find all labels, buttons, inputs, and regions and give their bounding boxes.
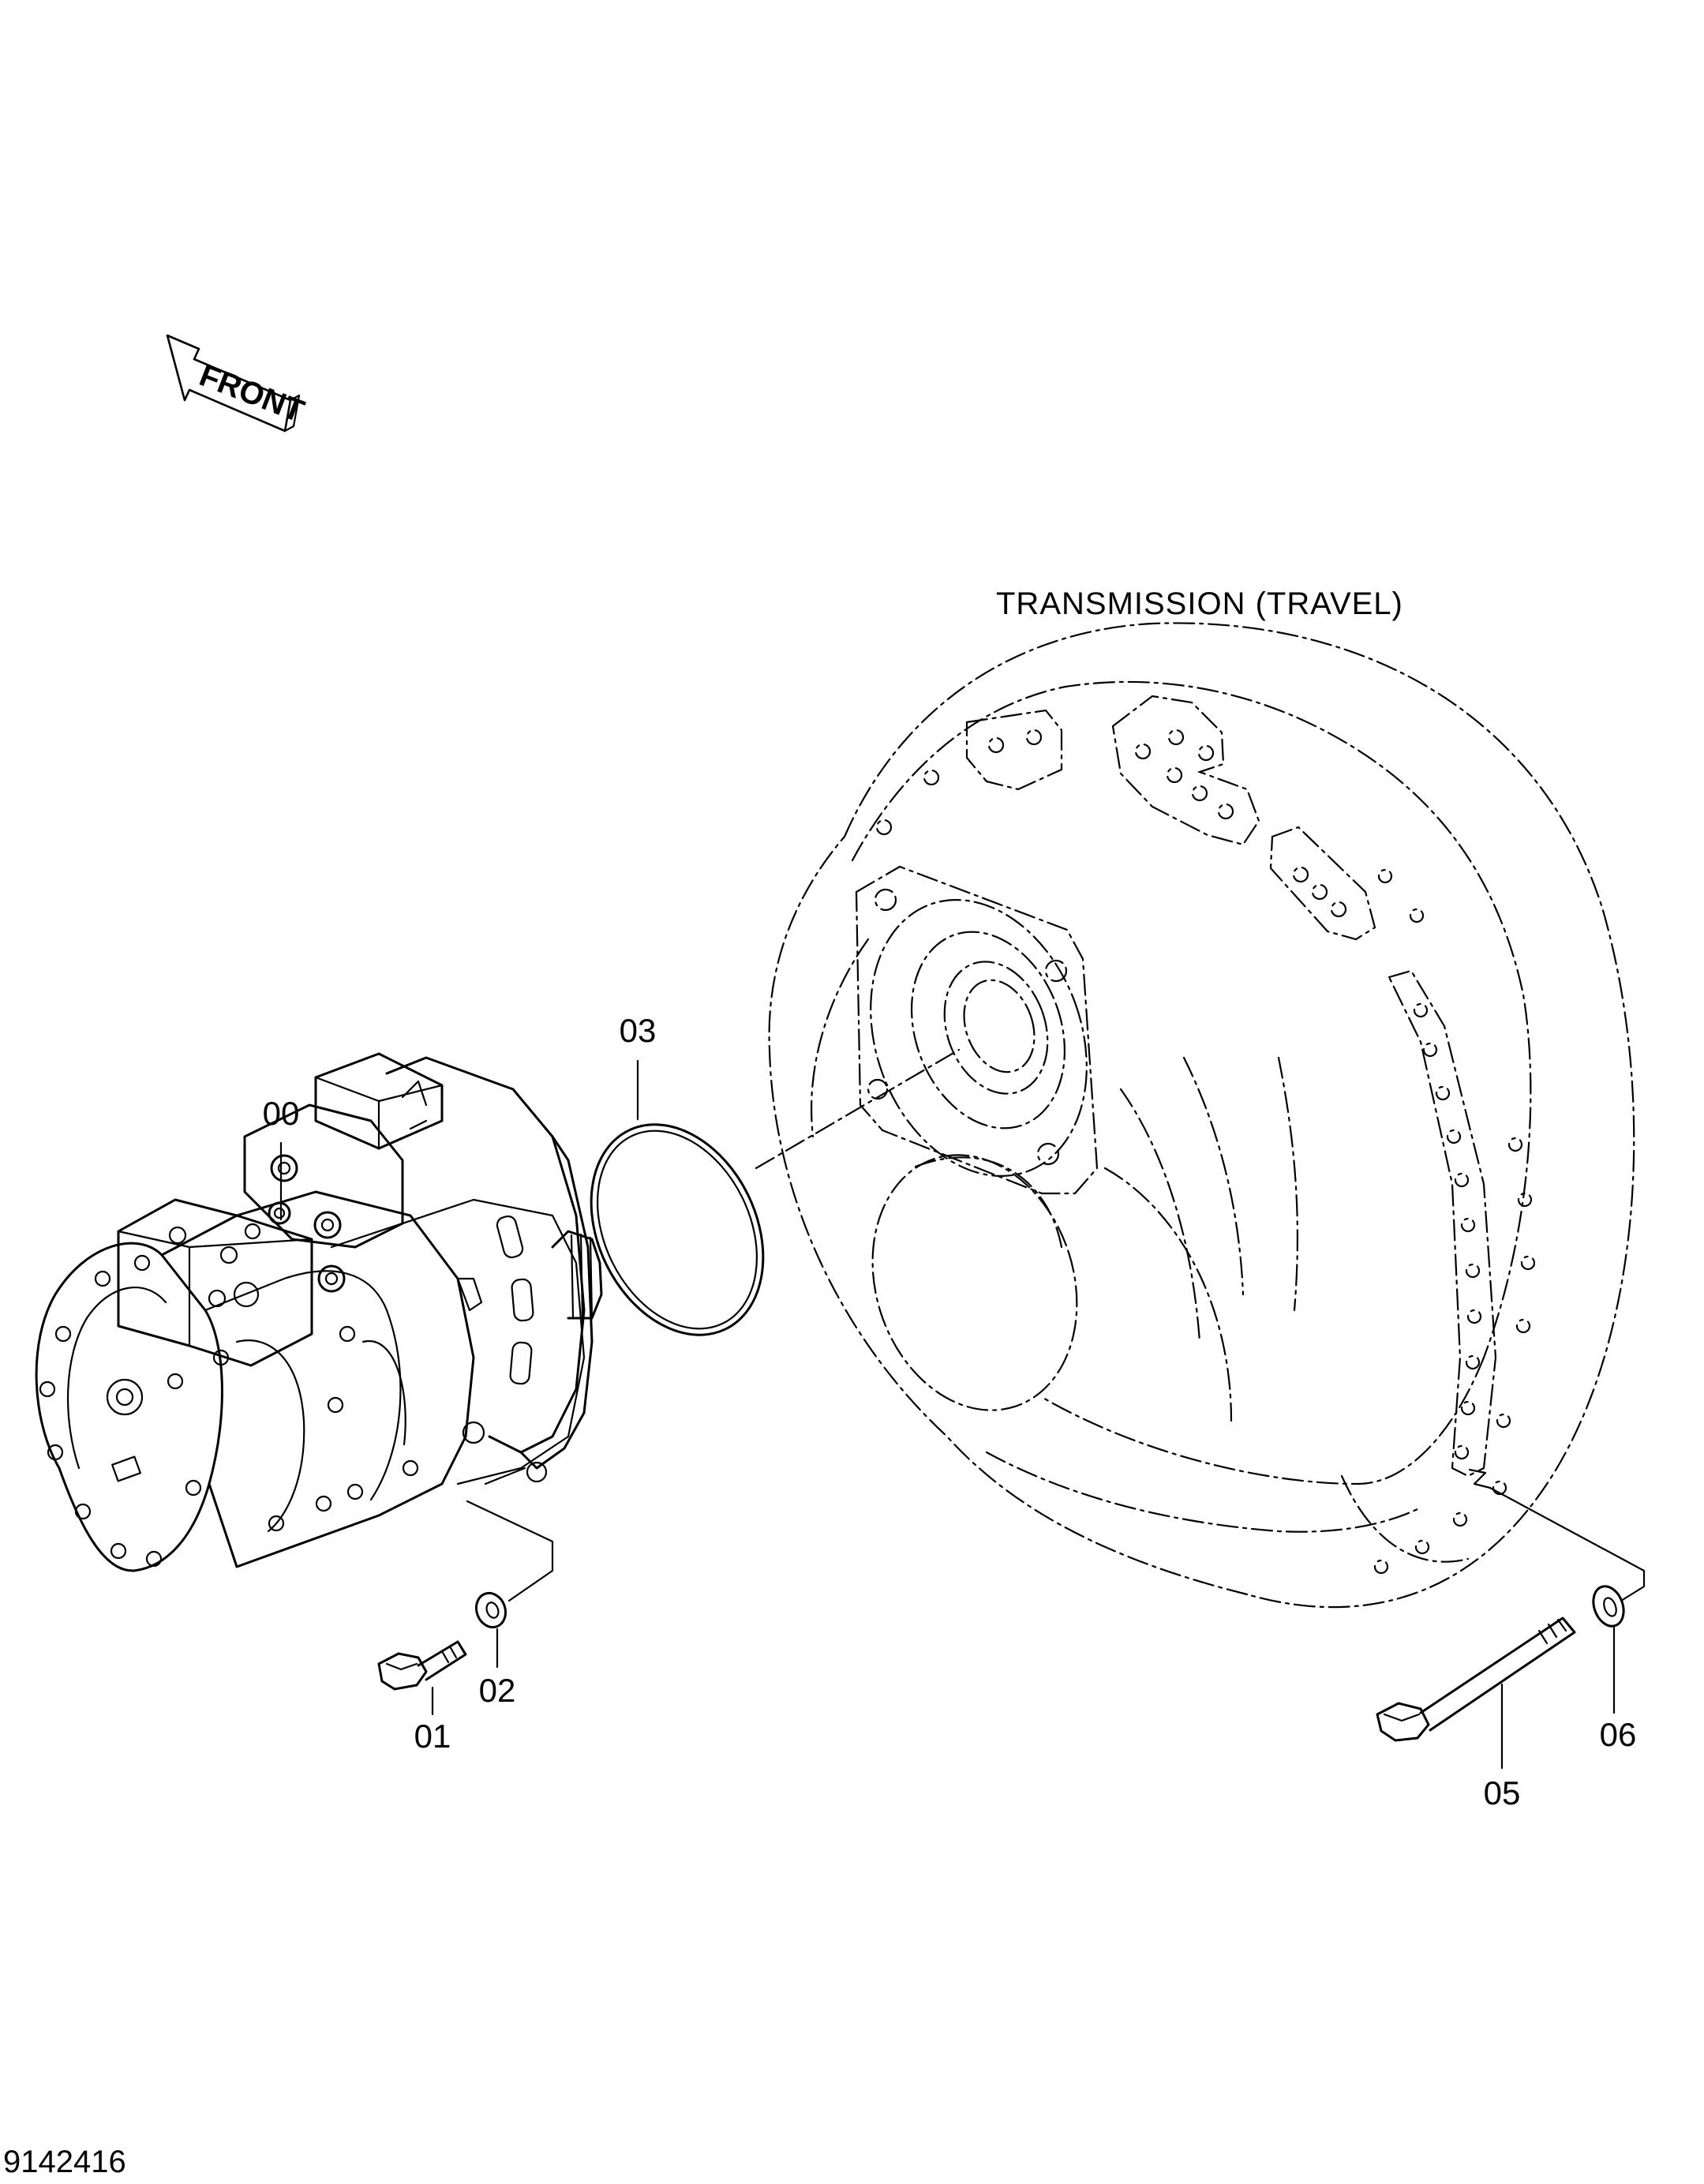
assembly-title: TRANSMISSION (TRAVEL) <box>996 586 1403 621</box>
washer-02 <box>474 1591 507 1629</box>
callout-01: 01 <box>414 1718 451 1755</box>
front-label: FRONT <box>195 358 309 429</box>
transmission-housing <box>768 622 1635 1609</box>
bolt-01 <box>377 1640 467 1691</box>
leader-lines <box>279 1048 1646 1770</box>
travel-motor <box>35 1052 603 1572</box>
callout-05: 05 <box>1484 1774 1521 1811</box>
front-arrow-icon: FRONT <box>166 334 309 433</box>
callout-03: 03 <box>620 1012 657 1049</box>
bolt-05 <box>1376 1616 1576 1742</box>
washer-06 <box>1592 1585 1625 1628</box>
callout-02: 02 <box>479 1672 516 1709</box>
callout-06: 06 <box>1600 1716 1637 1753</box>
o-ring-part <box>590 1123 765 1336</box>
callout-00: 00 <box>263 1095 300 1132</box>
drawing-number: 9142416 <box>3 2145 126 2179</box>
